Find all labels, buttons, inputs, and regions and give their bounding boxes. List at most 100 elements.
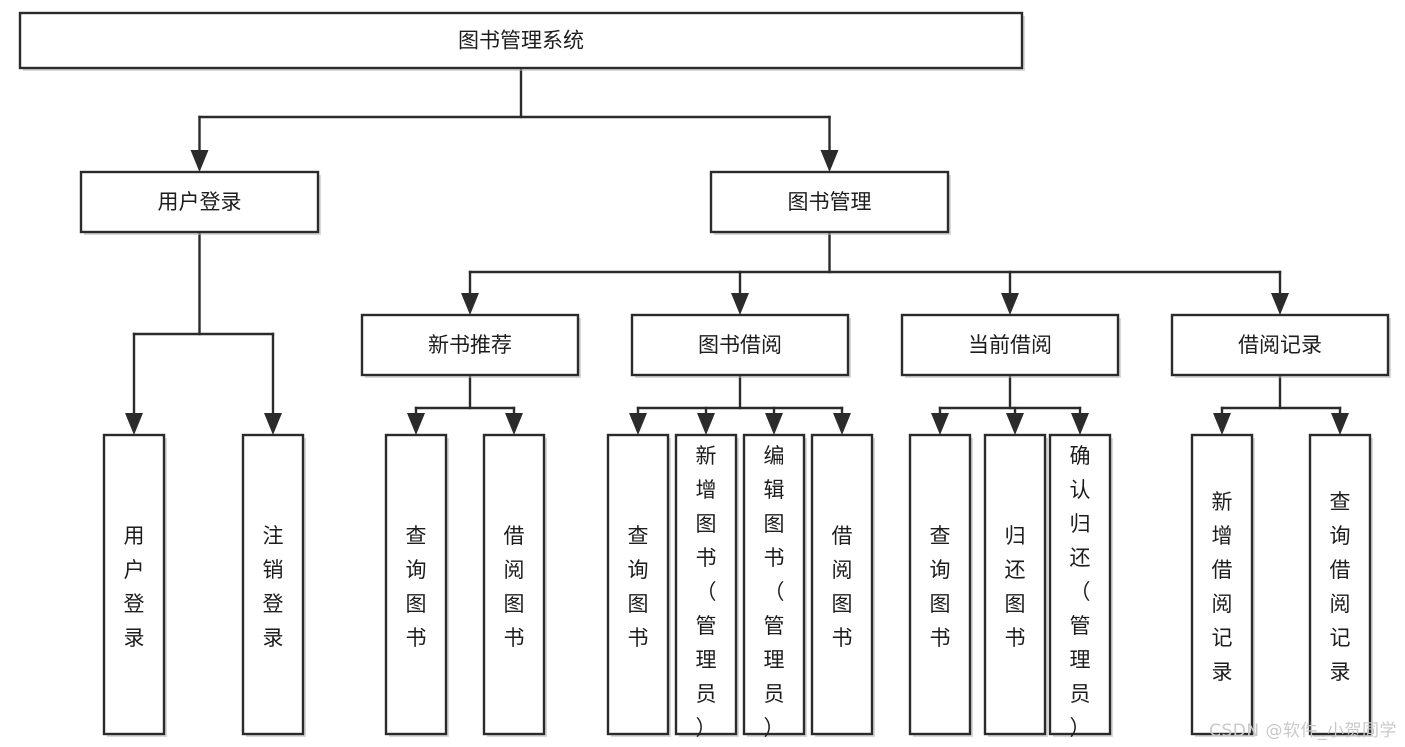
node-label-char: 注 <box>263 524 284 548</box>
arrow-head-icon <box>125 413 143 435</box>
arrow-head-icon <box>505 413 523 435</box>
node-label-char: 图 <box>832 592 853 616</box>
node-label-char: 理 <box>764 648 785 672</box>
node-label-char: 借 <box>1330 558 1351 582</box>
node-label-char: 辑 <box>764 478 785 502</box>
node-label-char: （ <box>1070 580 1091 604</box>
node-label-char: 理 <box>1070 648 1091 672</box>
node-label-char: 理 <box>696 648 717 672</box>
node-label-char: 查 <box>406 524 427 548</box>
node-label-char: 图 <box>1005 592 1026 616</box>
node-label-char: 归 <box>1070 512 1091 536</box>
node-label-char: 书 <box>832 626 853 650</box>
arrow-head-icon <box>461 293 479 315</box>
node-label-char: 借 <box>832 524 853 548</box>
node-label-char: 记 <box>1212 626 1233 650</box>
node-label-char: 查 <box>1330 490 1351 514</box>
arrow-head-icon <box>264 413 282 435</box>
node-label-char: 管 <box>696 614 717 638</box>
node-label-char: （ <box>764 580 785 604</box>
node-current-borrow[interactable]: 当前借阅 <box>900 313 1121 378</box>
node-label-char: 询 <box>628 558 649 582</box>
node-label: 图书管理系统 <box>458 29 584 53</box>
node-label-char: 录 <box>1212 660 1233 684</box>
node-label-char: 员 <box>1070 682 1091 706</box>
node-label-char: 书 <box>504 626 525 650</box>
node-label-char: 登 <box>124 592 145 616</box>
node-label-char: 询 <box>406 558 427 582</box>
node-label-char: 阅 <box>504 558 525 582</box>
arrow-head-icon <box>931 413 949 435</box>
node-label: 用户登录 <box>158 190 242 214</box>
node-label-char: 图 <box>628 592 649 616</box>
node-label-char: 书 <box>930 626 951 650</box>
node-label-char: 图 <box>764 512 785 536</box>
node-user-login[interactable]: 用户登录 <box>79 170 321 235</box>
node-root[interactable]: 图书管理系统 <box>18 11 1025 71</box>
arrow-head-icon <box>820 150 839 172</box>
arrow-head-icon <box>1001 293 1019 315</box>
node-label-char: 借 <box>1212 558 1233 582</box>
node-label: 当前借阅 <box>968 333 1052 357</box>
node-label-char: 书 <box>1005 626 1026 650</box>
arrow-head-icon <box>697 413 715 435</box>
node-label-char: 户 <box>124 558 145 582</box>
arrow-head-icon <box>407 413 425 435</box>
node-label-char: 图 <box>406 592 427 616</box>
node-label-char: 书 <box>628 626 649 650</box>
arrow-head-icon <box>1331 413 1349 435</box>
node-label-char: 新 <box>1212 490 1233 514</box>
arrow-head-icon <box>190 150 209 172</box>
node-label-char: 询 <box>930 558 951 582</box>
node-label-char: 还 <box>1005 558 1026 582</box>
node-label-char: 书 <box>696 546 717 570</box>
node-label-char: 新 <box>696 444 717 468</box>
node-book-borrow[interactable]: 图书借阅 <box>630 313 851 378</box>
node-label-char: 图 <box>696 512 717 536</box>
node-label-char: 阅 <box>1330 592 1351 616</box>
arrow-head-icon <box>1271 293 1289 315</box>
node-label-char: 还 <box>1070 546 1091 570</box>
node-label-char: 员 <box>696 682 717 706</box>
node-book-manage[interactable]: 图书管理 <box>709 170 951 235</box>
node-leaf-user-login[interactable]: 用户登录 <box>102 433 167 737</box>
arrow-head-icon <box>1213 413 1231 435</box>
node-label-char: 认 <box>1070 478 1091 502</box>
node-label: 图书借阅 <box>698 333 782 357</box>
node-label-char: 编 <box>764 444 785 468</box>
nodes-layer: 图书管理系统用户登录图书管理新书推荐图书借阅当前借阅借阅记录用户登录注销登录查询… <box>18 11 1391 740</box>
node-label: 图书管理 <box>788 190 872 214</box>
node-label-char: 登 <box>263 592 284 616</box>
arrow-head-icon <box>1071 413 1089 435</box>
node-label-char: 管 <box>764 614 785 638</box>
node-label-char: 归 <box>1005 524 1026 548</box>
node-label-char: 图 <box>930 592 951 616</box>
node-label-char: 录 <box>263 626 284 650</box>
node-label-char: ） <box>764 716 785 740</box>
node-label-char: 录 <box>124 626 145 650</box>
node-label-char: 管 <box>1070 614 1091 638</box>
node-label-char: 书 <box>764 546 785 570</box>
node-label-char: 录 <box>1330 660 1351 684</box>
node-label-char: 确 <box>1070 444 1091 468</box>
edges-layer <box>125 66 1349 435</box>
node-label-char: 查 <box>628 524 649 548</box>
node-new-book-rec[interactable]: 新书推荐 <box>360 313 581 378</box>
node-borrow-record[interactable]: 借阅记录 <box>1170 313 1391 378</box>
node-label-char: ） <box>1070 716 1091 740</box>
node-label-char: 用 <box>124 524 145 548</box>
node-label-char: 询 <box>1330 524 1351 548</box>
